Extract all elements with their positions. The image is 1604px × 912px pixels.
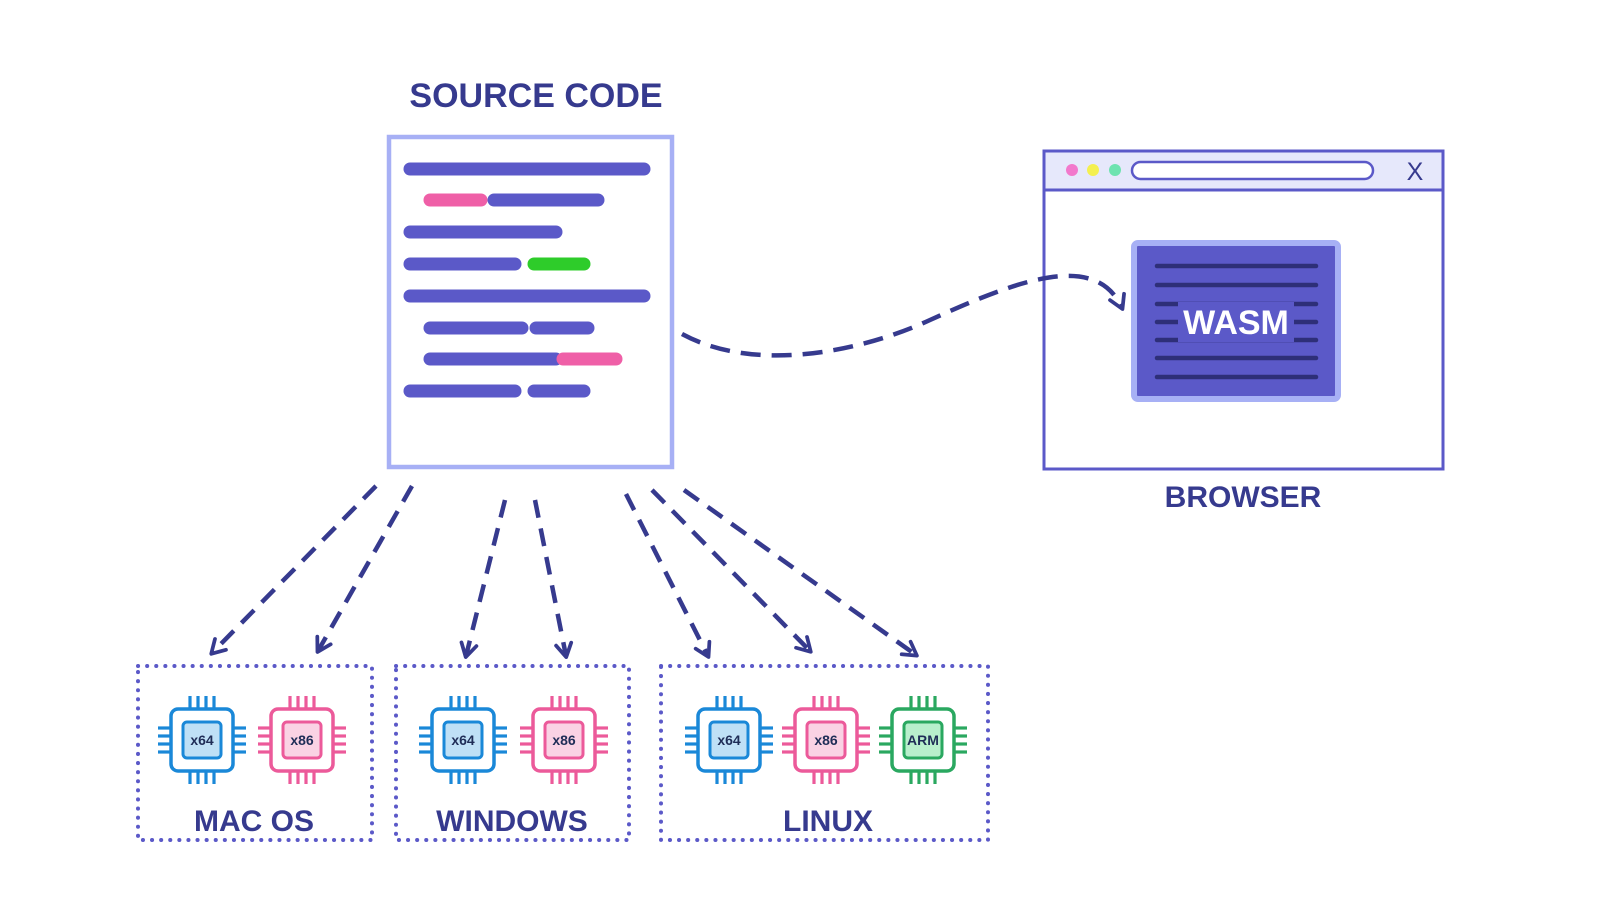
window-dot-green-icon[interactable] [1109, 164, 1121, 176]
cpu-chip-label: ARM [907, 732, 939, 748]
cpu-chip-label: x86 [552, 732, 576, 748]
dotted-border [394, 664, 631, 842]
close-icon[interactable]: X [1407, 158, 1424, 186]
window-dot-pink-icon[interactable] [1066, 164, 1078, 176]
cpu-chip-x64-icon: x64 [158, 696, 246, 784]
compile-arrow [209, 484, 378, 656]
compile-arrow [532, 499, 574, 659]
platform-box-linux: x64 x86 ARM LINUX [659, 664, 990, 842]
compile-arrow [650, 488, 813, 654]
cpu-chip-label: x64 [190, 732, 214, 748]
address-bar[interactable] [1130, 160, 1375, 181]
cpu-chip-arm-icon: ARM [879, 696, 967, 784]
cpu-chip-x86-icon: x86 [258, 696, 346, 784]
cpu-chip-label: x64 [451, 732, 475, 748]
platform-label: LINUX [783, 805, 873, 838]
compile-arrow [682, 488, 919, 658]
browser-label: BROWSER [1165, 481, 1322, 514]
cpu-chip-x64-icon: x64 [685, 696, 773, 784]
native-compile-arrows [209, 484, 919, 659]
code-lines [403, 162, 651, 398]
window-dot-yellow-icon[interactable] [1087, 164, 1099, 176]
compile-arrow [315, 484, 414, 654]
source-code-document [386, 134, 675, 470]
cpu-chip-x86-icon: x86 [520, 696, 608, 784]
wasm-label-backdrop [1178, 302, 1294, 342]
platform-label: MAC OS [194, 805, 314, 838]
compile-arrow [623, 492, 712, 659]
wasm-module: WASM [1131, 240, 1341, 402]
source-code-title: SOURCE CODE [409, 77, 662, 115]
cpu-chip-label: x64 [717, 732, 741, 748]
dotted-border [136, 664, 374, 842]
cpu-chip-x86-icon: x86 [782, 696, 870, 784]
source-to-browser-arrow [680, 273, 1126, 358]
compile-arrow [459, 499, 508, 659]
wasm-label: WASM [1183, 304, 1289, 342]
cpu-chip-label: x86 [290, 732, 314, 748]
cpu-chip-x64-icon: x64 [419, 696, 507, 784]
dotted-border [659, 664, 990, 842]
browser-window: X WASM [1042, 149, 1445, 471]
cpu-chip-label: x86 [814, 732, 838, 748]
platform-label: WINDOWS [436, 805, 588, 838]
